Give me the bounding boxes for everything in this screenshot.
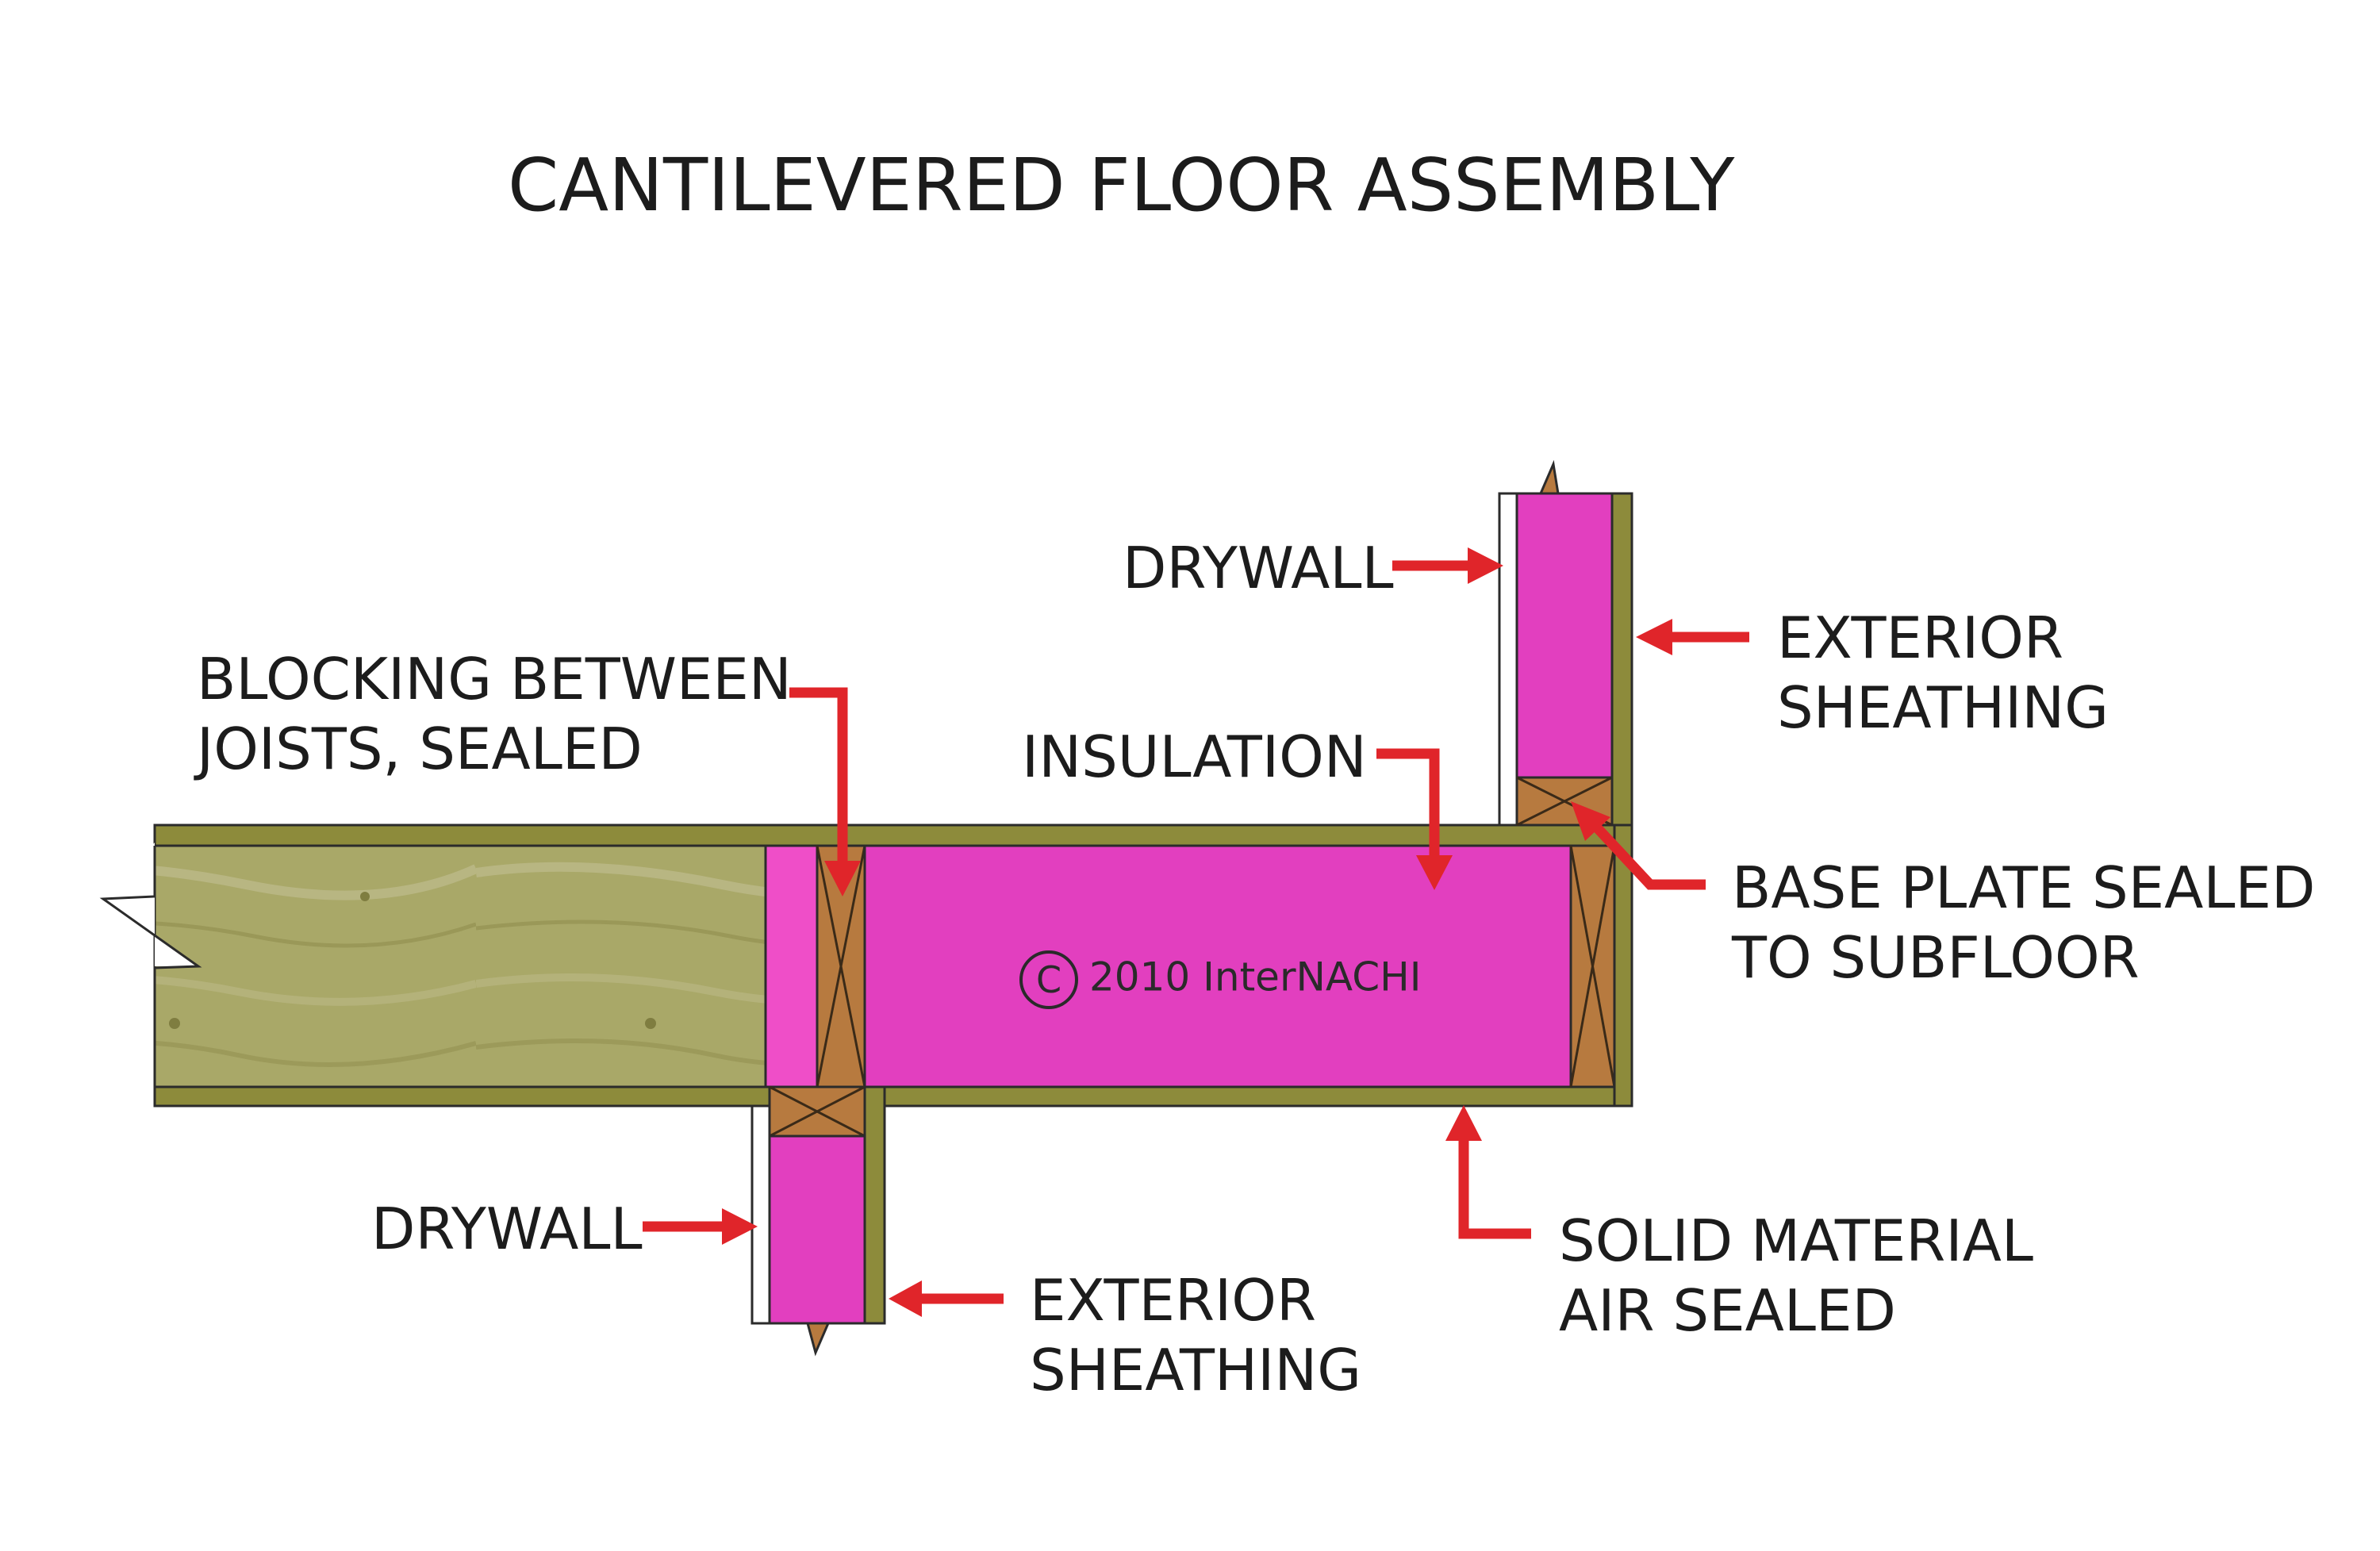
- label-line: TO SUBFLOOR: [1732, 924, 2140, 991]
- label-line: AIR SEALED: [1559, 1277, 1896, 1344]
- diagram-title: CANTILEVERED FLOOR ASSEMBLY: [508, 143, 1735, 228]
- arrowhead-ext-sheathing-upper: [1636, 619, 1672, 655]
- label-line: BLOCKING BETWEEN: [197, 646, 792, 712]
- lower-wall-insulation: [768, 1134, 866, 1325]
- bottom-sheathing: [153, 1085, 1632, 1108]
- label-solid-material: SOLID MATERIAL AIR SEALED: [1559, 1206, 2033, 1346]
- lower-stud-tip: [806, 1322, 831, 1357]
- label-line: EXTERIOR: [1777, 605, 2063, 671]
- upper-wall-insulation: [1515, 492, 1614, 779]
- label-line: EXTERIOR: [1030, 1267, 1316, 1334]
- arrow-blocking: [789, 687, 848, 869]
- copyright-symbol: C: [1019, 950, 1078, 1009]
- break-mark: [103, 843, 198, 966]
- arrow-base-plate: [1591, 821, 1706, 890]
- floor-joist: [153, 844, 767, 1088]
- label-drywall-upper: DRYWALL: [1123, 535, 1394, 601]
- label-insulation: INSULATION: [1022, 724, 1367, 790]
- label-line: SOLID MATERIAL: [1559, 1207, 2033, 1274]
- arrowhead-insulation: [1416, 855, 1453, 890]
- label-line: SHEATHING: [1777, 674, 2109, 741]
- subfloor: [153, 823, 1632, 847]
- upper-wall-sheathing: [1610, 492, 1633, 827]
- label-drywall-lower: DRYWALL: [371, 1196, 643, 1262]
- arrowhead-solid-material: [1445, 1105, 1482, 1141]
- arrowhead-base-plate: [1571, 801, 1610, 841]
- arrowhead-ext-sheathing-lower: [889, 1280, 922, 1317]
- label-exterior-sheathing-lower: EXTERIOR SHEATHING: [1030, 1265, 1361, 1405]
- label-exterior-sheathing-upper: EXTERIOR SHEATHING: [1777, 603, 2109, 743]
- arrowhead-drywall-lower: [722, 1208, 758, 1245]
- insulation-strip: [764, 844, 819, 1088]
- arrowhead-blocking: [824, 861, 861, 896]
- copyright-text: 2010 InterNACHI: [1089, 954, 1422, 1000]
- upper-wall-drywall: [1498, 492, 1518, 827]
- label-line: SHEATHING: [1030, 1337, 1362, 1403]
- upper-stud-tip: [1538, 459, 1560, 495]
- lower-wall-sheathing: [863, 1085, 886, 1325]
- label-line: JOISTS, SEALED: [197, 716, 643, 782]
- break-line: [99, 846, 202, 1087]
- label-blocking: BLOCKING BETWEEN JOISTS, SEALED: [197, 644, 792, 784]
- label-line: BASE PLATE SEALED: [1732, 854, 2316, 921]
- arrow-solid-material: [1458, 1131, 1531, 1239]
- label-base-plate: BASE PLATE SEALED TO SUBFLOOR: [1732, 853, 2315, 992]
- arrow-insulation: [1376, 748, 1440, 861]
- lower-wall-drywall: [750, 1104, 771, 1325]
- arrowhead-drywall-upper: [1468, 547, 1503, 584]
